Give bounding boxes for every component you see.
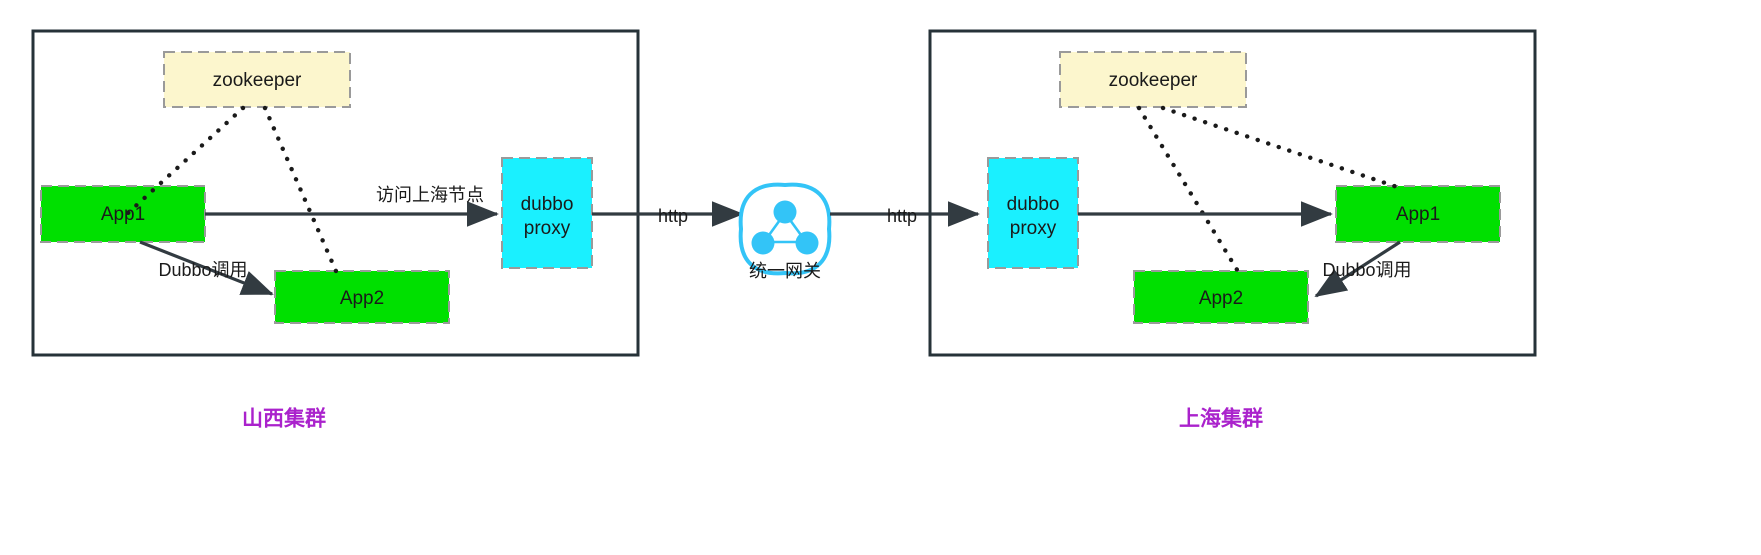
shanxi-zookeeper-box[interactable]	[163, 51, 351, 108]
cluster-shanxi-frame	[31, 29, 640, 357]
shanxi-app2-box[interactable]	[274, 270, 450, 324]
shanxi-edge-app1-app2-label: Dubbo调用	[158, 260, 247, 280]
shanghai-edge-zookeeper-app1	[1160, 105, 1403, 191]
gateway-dot-top	[773, 200, 797, 224]
shanghai-app1-box[interactable]	[1335, 185, 1501, 243]
gateway-outbound-label: http	[887, 206, 917, 226]
gateway-inbound-label: http	[658, 206, 688, 226]
gateway-caption-text: 统一网关	[749, 261, 821, 281]
shanxi-dubbo-proxy-label-line2: proxy	[524, 218, 571, 239]
unified-gateway[interactable]: http 统一网关 http	[592, 182, 980, 281]
shanghai-dubbo-proxy-label-line1: dubbo	[1007, 194, 1060, 215]
cluster-shanxi-caption: 山西集群	[242, 407, 326, 431]
shanghai-app2-label: App2	[1199, 288, 1243, 309]
shanxi-zookeeper-label: zookeeper	[213, 70, 302, 91]
network-nodes-icon[interactable]	[738, 182, 832, 276]
shanghai-app2-node[interactable]: App2	[1133, 270, 1309, 324]
shanghai-dubbo-proxy-box[interactable]	[987, 157, 1079, 269]
shanxi-edge-app1-app2	[139, 240, 274, 296]
shanxi-app2-label: App2	[340, 288, 384, 309]
shanghai-zookeeper-box[interactable]	[1059, 51, 1247, 108]
shanghai-dubbo-proxy-label-line2: proxy	[1010, 218, 1057, 239]
cluster-shanghai: zookeeper dubbo proxy App1 App2	[928, 29, 1537, 431]
shanxi-app2-node[interactable]: App2	[274, 270, 450, 324]
gateway-dot-left	[751, 231, 775, 255]
shanxi-dubbo-proxy-node[interactable]: dubbo proxy	[501, 157, 593, 269]
cluster-shanxi: zookeeper App1 App2 dubbo proxy	[31, 29, 640, 431]
shanghai-zookeeper-label: zookeeper	[1109, 70, 1198, 91]
shanghai-edge-app1-app2-label: Dubbo调用	[1322, 260, 1411, 280]
shanxi-edge-zookeeper-app1	[125, 105, 246, 216]
shanghai-edge-zookeeper-app2	[1136, 105, 1245, 281]
shanxi-app1-node[interactable]: App1	[40, 185, 206, 243]
shanxi-edge-app1-proxy-label: 访问上海节点	[376, 185, 484, 205]
shanxi-edge-zookeeper-app2	[262, 105, 342, 281]
shanxi-app1-box[interactable]	[40, 185, 206, 243]
shanghai-app1-label: App1	[1396, 204, 1440, 225]
shanghai-dubbo-proxy-node[interactable]: dubbo proxy	[987, 157, 1079, 269]
shanghai-app1-node[interactable]: App1	[1335, 185, 1501, 243]
shanxi-app1-label: App1	[101, 204, 145, 225]
shanxi-dubbo-proxy-label-line1: dubbo	[521, 194, 574, 215]
cluster-shanghai-caption: 上海集群	[1179, 407, 1263, 431]
cluster-shanghai-frame	[928, 29, 1537, 357]
shanghai-zookeeper-node[interactable]: zookeeper	[1059, 51, 1247, 108]
gateway-dot-right	[795, 231, 819, 255]
shanxi-zookeeper-node[interactable]: zookeeper	[163, 51, 351, 108]
shanghai-edge-app1-app2	[1314, 240, 1401, 298]
shanghai-app2-box[interactable]	[1133, 270, 1309, 324]
